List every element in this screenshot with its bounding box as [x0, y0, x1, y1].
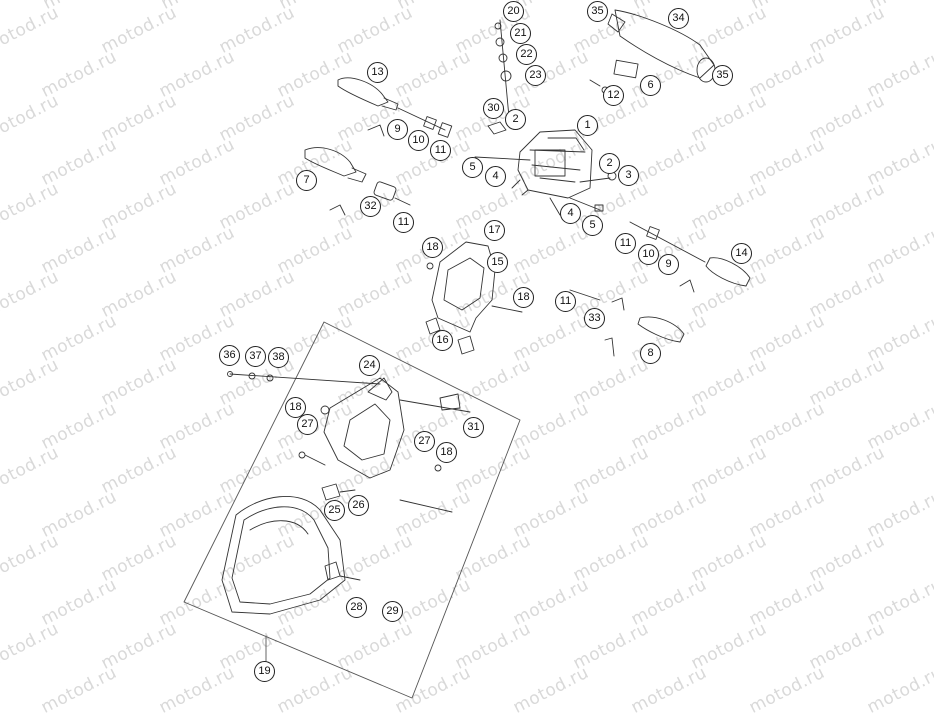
callout-11[interactable]: 11: [555, 291, 576, 312]
turn-signal-upper-right-drawing: [629, 221, 751, 293]
callout-21[interactable]: 21: [510, 23, 531, 44]
callout-10[interactable]: 10: [408, 130, 429, 151]
callout-16[interactable]: 16: [432, 330, 453, 351]
callout-38[interactable]: 38: [268, 347, 289, 368]
callout-28[interactable]: 28: [346, 597, 367, 618]
headlight-group-frame: [183, 321, 521, 699]
small-fasteners-drawing: [227, 371, 274, 382]
callout-25[interactable]: 25: [324, 500, 345, 521]
callout-12[interactable]: 12: [603, 85, 624, 106]
callout-9[interactable]: 9: [658, 254, 679, 275]
callout-22[interactable]: 22: [516, 44, 537, 65]
callout-6[interactable]: 6: [640, 75, 661, 96]
headlight-lens-drawing: [221, 483, 453, 615]
callout-32[interactable]: 32: [360, 196, 381, 217]
callout-36[interactable]: 36: [219, 345, 240, 366]
callout-3[interactable]: 3: [618, 165, 639, 186]
callout-9[interactable]: 9: [387, 119, 408, 140]
instrument-cluster-drawing: [474, 19, 617, 216]
callout-29[interactable]: 29: [382, 601, 403, 622]
callout-18[interactable]: 18: [436, 442, 457, 463]
callout-24[interactable]: 24: [359, 355, 380, 376]
callout-2[interactable]: 2: [505, 109, 526, 130]
callout-31[interactable]: 31: [463, 417, 484, 438]
callout-27[interactable]: 27: [297, 414, 318, 435]
callout-14[interactable]: 14: [731, 243, 752, 264]
callout-4[interactable]: 4: [485, 166, 506, 187]
callout-17[interactable]: 17: [484, 220, 505, 241]
callout-1[interactable]: 1: [577, 115, 598, 136]
callout-5[interactable]: 5: [462, 157, 483, 178]
callout-33[interactable]: 33: [584, 308, 605, 329]
turn-signal-lower-right-drawing: [569, 289, 685, 357]
callout-27[interactable]: 27: [414, 431, 435, 452]
mounting-bracket-drawing: [425, 241, 523, 355]
callout-8[interactable]: 8: [640, 343, 661, 364]
diagram-drawing: [183, 9, 751, 699]
callout-2[interactable]: 2: [599, 153, 620, 174]
callout-11[interactable]: 11: [615, 233, 636, 254]
callout-11[interactable]: 11: [430, 140, 451, 161]
callout-18[interactable]: 18: [422, 237, 443, 258]
callout-23[interactable]: 23: [525, 65, 546, 86]
callout-4[interactable]: 4: [560, 203, 581, 224]
callout-5[interactable]: 5: [582, 215, 603, 236]
callout-34[interactable]: 34: [668, 8, 689, 29]
callout-35[interactable]: 35: [587, 1, 608, 22]
callout-37[interactable]: 37: [245, 346, 266, 367]
callout-35[interactable]: 35: [712, 65, 733, 86]
callout-19[interactable]: 19: [254, 661, 275, 682]
headlight-mount-drawing: [229, 373, 471, 479]
callout-18[interactable]: 18: [285, 397, 306, 418]
callout-26[interactable]: 26: [348, 495, 369, 516]
callout-10[interactable]: 10: [638, 244, 659, 265]
turn-signal-upper-left-drawing: [337, 77, 453, 138]
callout-7[interactable]: 7: [296, 170, 317, 191]
callout-11[interactable]: 11: [393, 212, 414, 233]
callout-13[interactable]: 13: [367, 62, 388, 83]
turn-signal-lower-left-drawing: [304, 147, 411, 216]
callout-20[interactable]: 20: [503, 1, 524, 22]
callout-18[interactable]: 18: [513, 287, 534, 308]
callout-15[interactable]: 15: [487, 252, 508, 273]
callout-30[interactable]: 30: [483, 98, 504, 119]
